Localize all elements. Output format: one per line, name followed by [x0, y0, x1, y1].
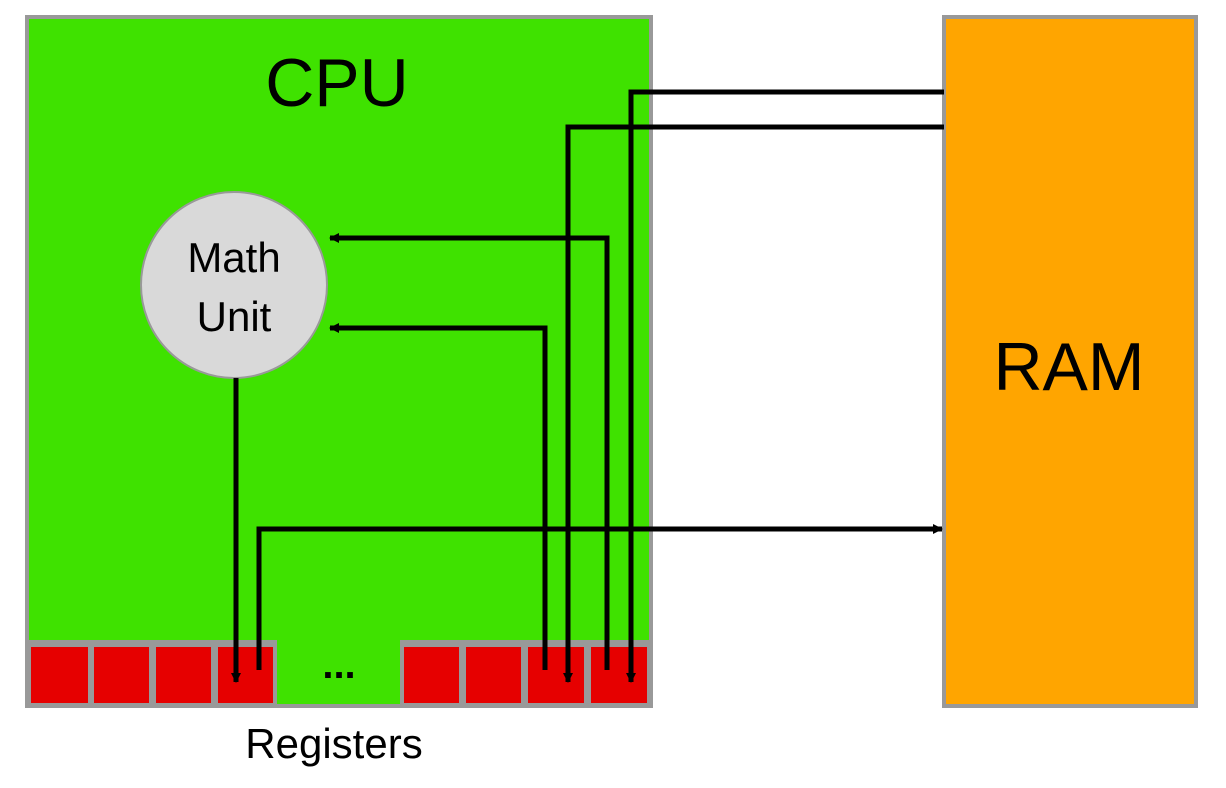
- register-cell: [31, 647, 88, 703]
- register-cell: [94, 647, 149, 703]
- math-unit: [140, 191, 328, 379]
- register-cell: [528, 647, 584, 703]
- wire-register-4-to-ram: [256, 524, 943, 670]
- register-cell: [156, 647, 211, 703]
- wire-register-7-to-math-unit: [329, 323, 548, 670]
- register-cell: [404, 647, 459, 703]
- ram-box: [942, 15, 1198, 708]
- wires: [231, 89, 944, 683]
- math-unit-label-line1: Math: [187, 234, 280, 281]
- wire-ram-to-register-7: [563, 124, 944, 683]
- wire-ram-to-register-8: [626, 89, 944, 683]
- register-cell: [591, 647, 647, 703]
- math-unit-label-line2: Unit: [197, 293, 272, 340]
- cpu-label: CPU: [265, 45, 409, 121]
- register-cell: [218, 647, 273, 703]
- ram-label: RAM: [993, 329, 1144, 405]
- register-cell: [466, 647, 521, 703]
- wire-register-8-to-math-unit: [329, 233, 610, 670]
- registers-label: Registers: [245, 720, 422, 767]
- register-ellipsis: ...: [322, 643, 355, 687]
